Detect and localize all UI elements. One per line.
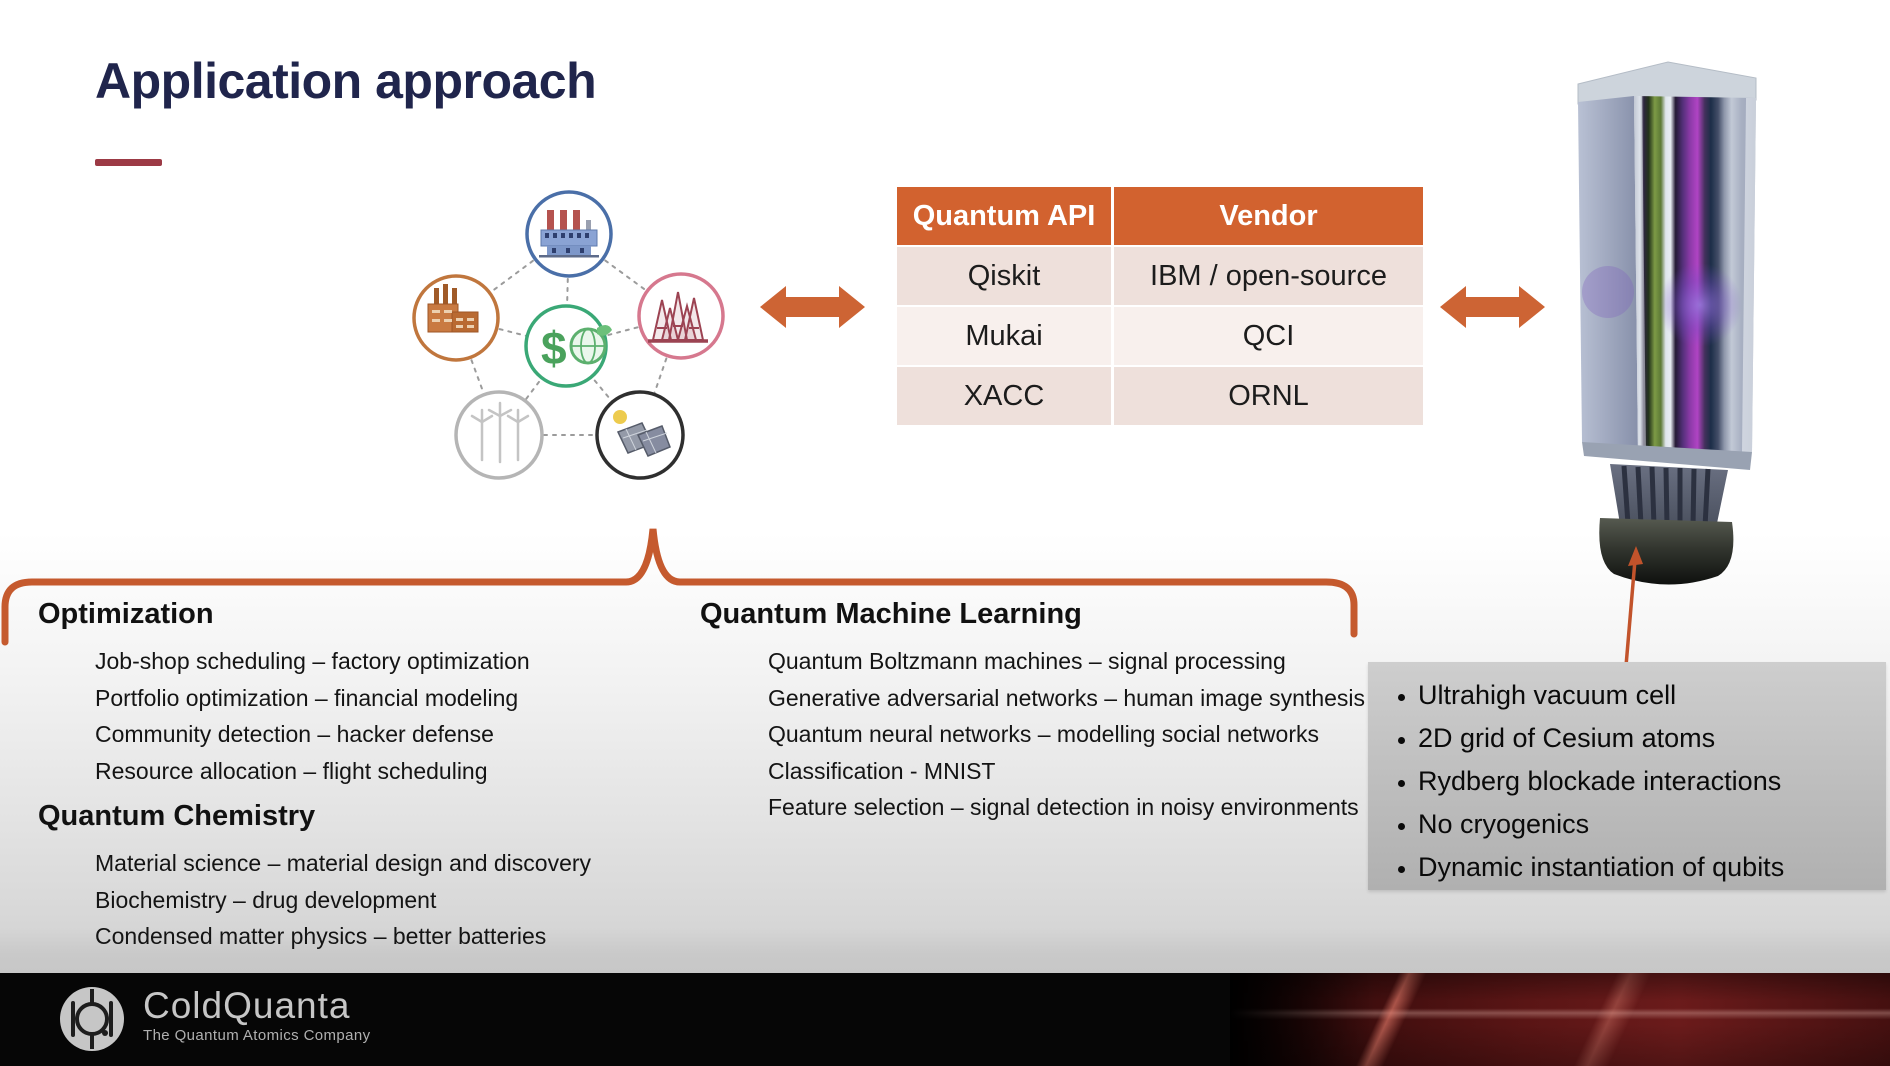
list-item: Quantum neural networks – modelling soci… bbox=[768, 721, 1319, 747]
wind-turbines-icon bbox=[470, 401, 530, 464]
list-item: Material science – material design and d… bbox=[95, 850, 592, 876]
brand-tagline: The Quantum Atomics Company bbox=[143, 1027, 371, 1044]
device-features-box: Ultrahigh vacuum cell 2D grid of Cesium … bbox=[1368, 662, 1886, 890]
section-optimization: Optimization Job-shop scheduling – facto… bbox=[38, 598, 530, 789]
table-cell: XACC bbox=[897, 367, 1111, 425]
brand-name: ColdQuanta bbox=[143, 985, 351, 1026]
table-cell: ORNL bbox=[1114, 367, 1423, 425]
industry-cluster: $ bbox=[412, 190, 725, 480]
feature-item: Ultrahigh vacuum cell bbox=[1418, 674, 1886, 717]
footer-bar: ColdQuanta The Quantum Atomics Company bbox=[0, 973, 1890, 1066]
list-item: Resource allocation – flight scheduling bbox=[95, 757, 488, 784]
table-cell: IBM / open-source bbox=[1114, 247, 1423, 305]
list-item: Community detection – hacker defense bbox=[95, 721, 494, 747]
table-cell: QCI bbox=[1114, 307, 1423, 365]
list-item: Generative adversarial networks – human … bbox=[768, 684, 1366, 711]
quantum-device-image bbox=[1577, 61, 1757, 585]
section-heading: Quantum Machine Learning bbox=[700, 598, 1082, 630]
list-item: Job-shop scheduling – factory optimizati… bbox=[95, 648, 530, 674]
feature-item: No cryogenics bbox=[1418, 803, 1886, 846]
brace-icon bbox=[1, 528, 1358, 646]
page-title: Application approach bbox=[95, 53, 597, 109]
feature-item: 2D grid of Cesium atoms bbox=[1418, 717, 1886, 760]
table-cell: Mukai bbox=[897, 307, 1111, 365]
device-pointer-arrow-icon bbox=[1624, 546, 1643, 667]
feature-item: Rydberg blockade interactions bbox=[1418, 760, 1886, 803]
solar-panels-icon bbox=[613, 410, 671, 457]
section-heading: Quantum Chemistry bbox=[38, 800, 316, 832]
footer-lab-photo bbox=[1230, 973, 1890, 1066]
table-header-api: Quantum API bbox=[897, 187, 1111, 245]
table-header-vendor: Vendor bbox=[1114, 187, 1423, 245]
brick-factory-icon bbox=[427, 284, 479, 333]
section-quantum-machine-learning: Quantum Machine Learning Quantum Boltzma… bbox=[700, 598, 1365, 826]
power-plant-icon bbox=[539, 210, 599, 258]
list-item: Feature selection – signal detection in … bbox=[768, 794, 1359, 820]
coldquanta-logo-icon bbox=[60, 987, 124, 1051]
finance-globe-icon: $ bbox=[541, 322, 612, 374]
list-item: Biochemistry – drug development bbox=[95, 886, 437, 913]
list-item: Condensed matter physics – better batter… bbox=[95, 923, 547, 949]
oil-rigs-icon bbox=[648, 291, 708, 343]
list-item: Quantum Boltzmann machines – signal proc… bbox=[768, 648, 1286, 674]
list-item: Portfolio optimization – financial model… bbox=[95, 684, 519, 711]
table-cell: Qiskit bbox=[897, 247, 1111, 305]
feature-item: Dynamic instantiation of qubits bbox=[1418, 846, 1886, 889]
title-underline bbox=[95, 159, 162, 166]
double-arrow-left-icon bbox=[760, 286, 865, 328]
section-quantum-chemistry: Quantum Chemistry Material science – mat… bbox=[38, 800, 591, 955]
double-arrow-right-icon bbox=[1440, 286, 1545, 328]
svg-text:$: $ bbox=[541, 322, 567, 374]
section-heading: Optimization bbox=[38, 598, 214, 630]
quantum-api-table: Quantum API Vendor Qiskit IBM / open-sou… bbox=[897, 187, 1423, 425]
list-item: Classification - MNIST bbox=[768, 757, 996, 784]
